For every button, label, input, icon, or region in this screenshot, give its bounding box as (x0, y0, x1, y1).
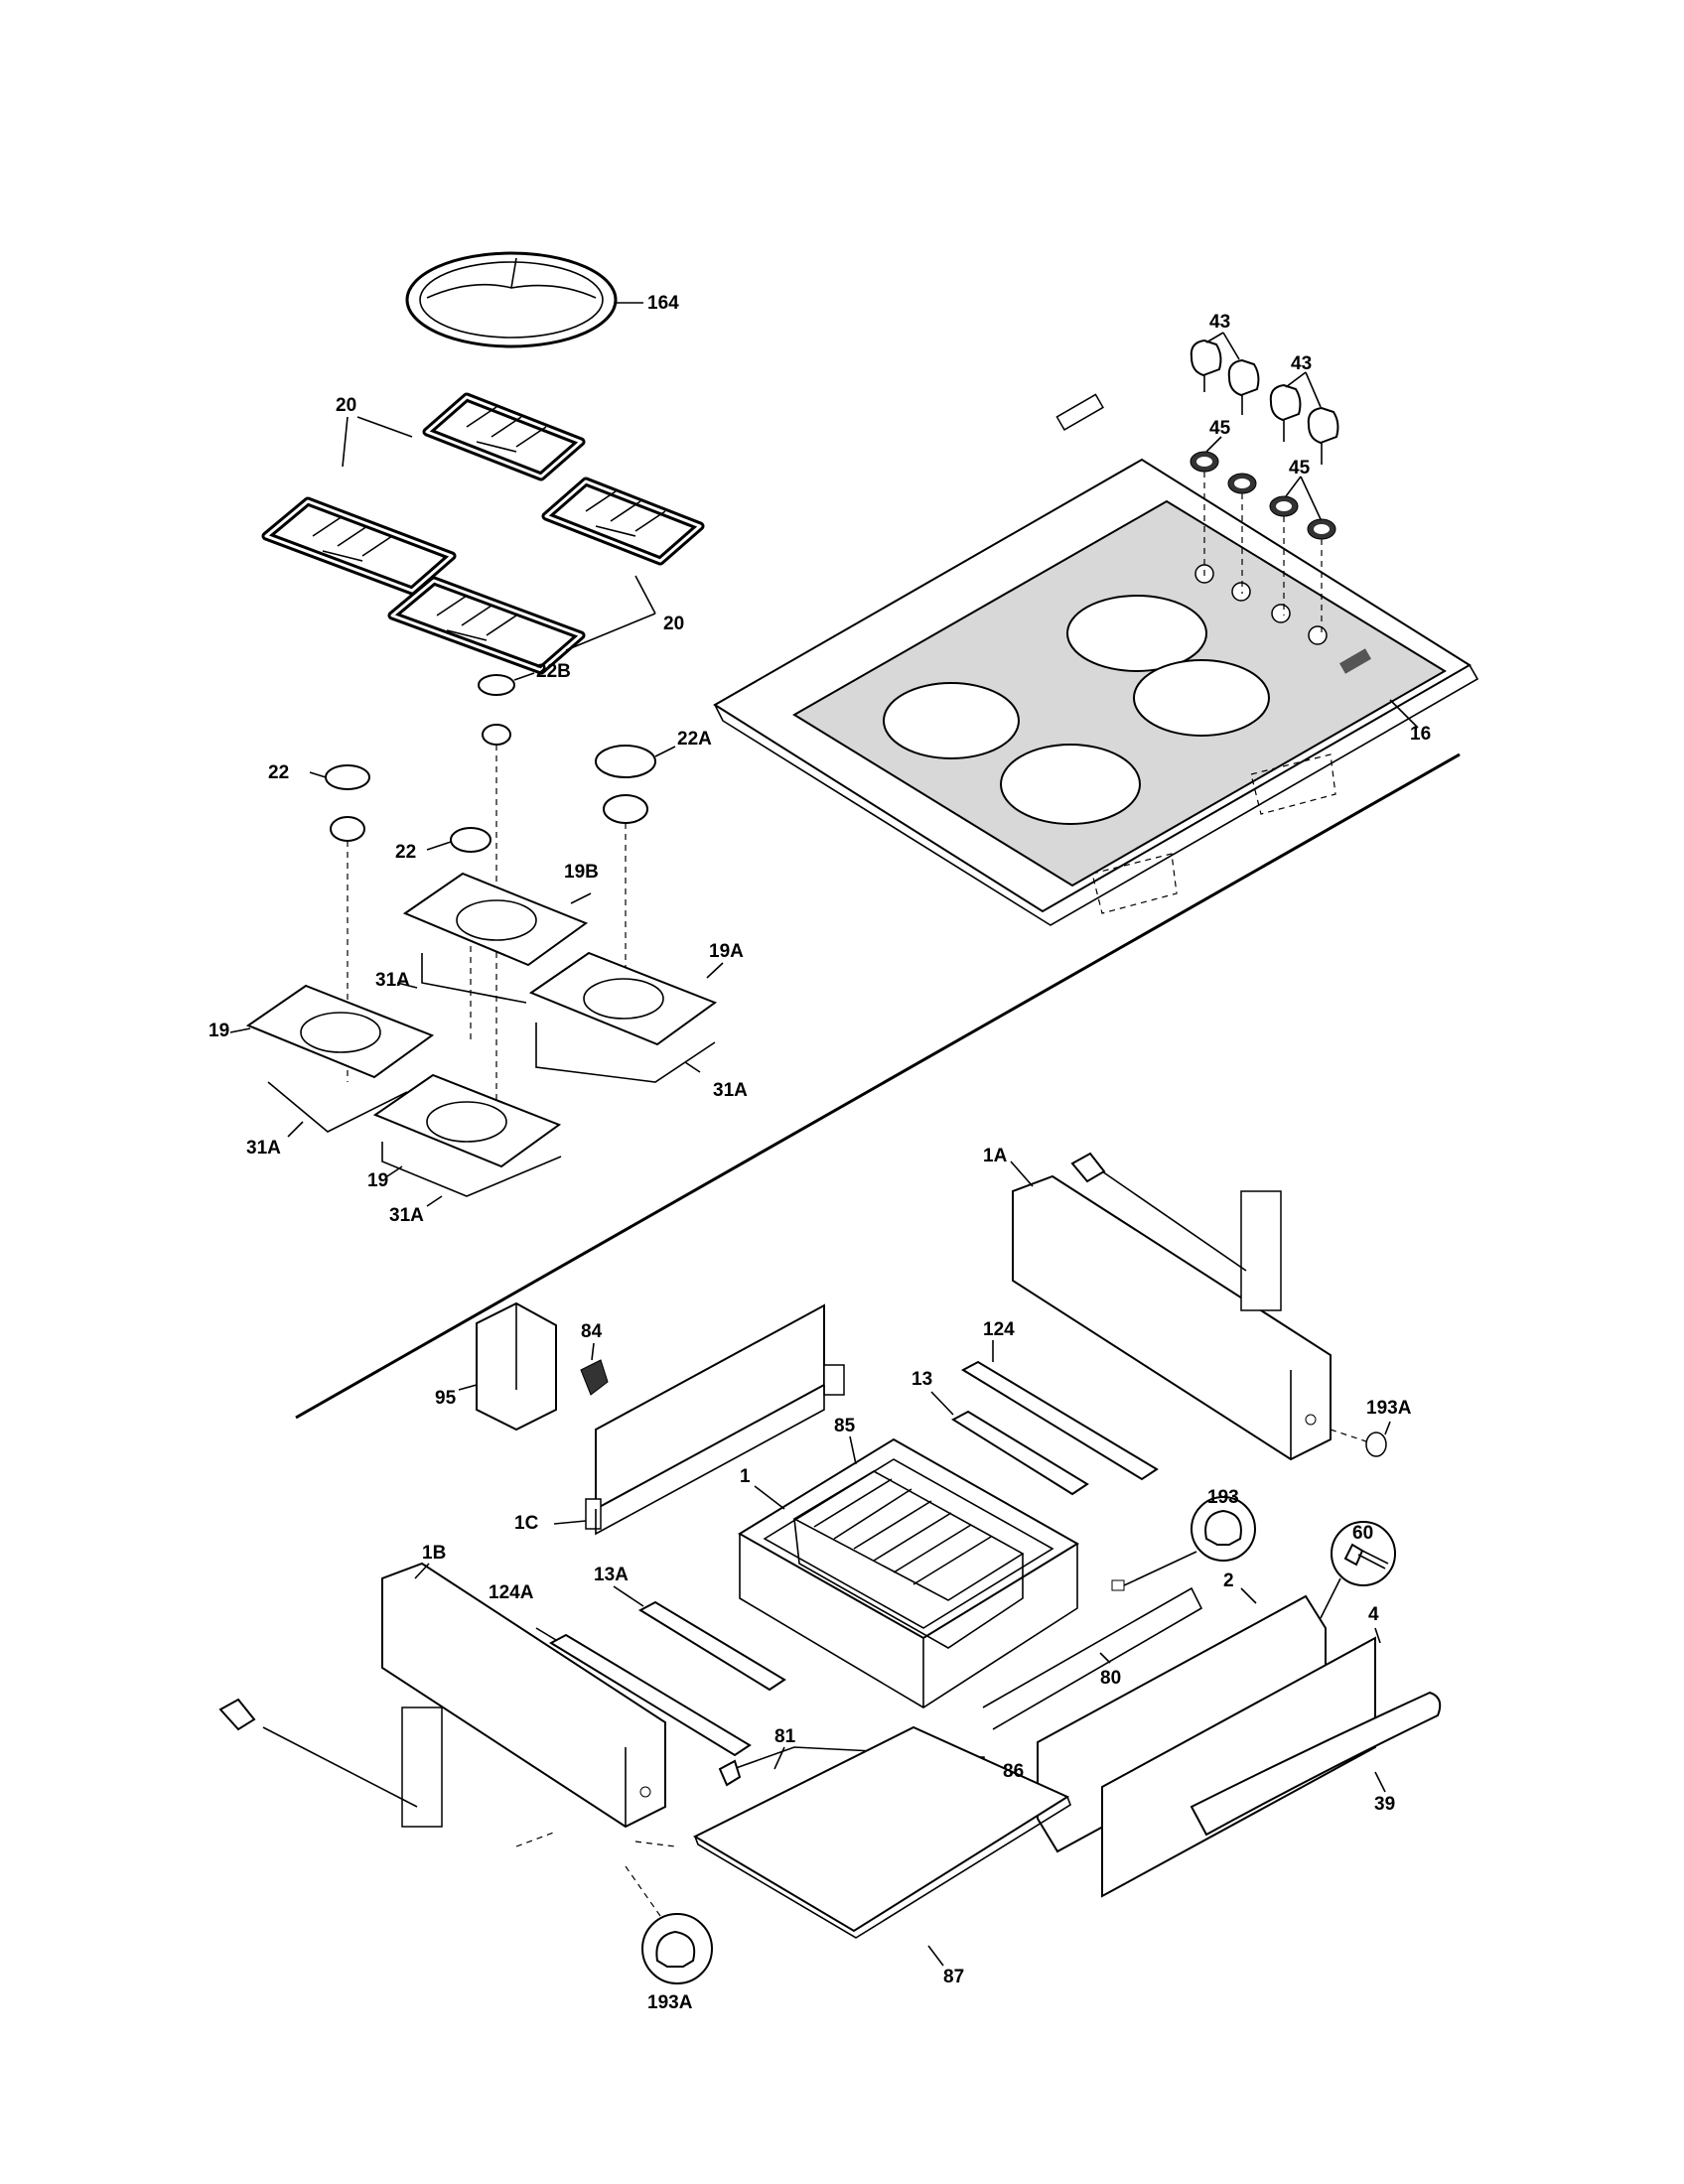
rail-13a (613, 1585, 786, 1692)
grate-back-left (422, 392, 586, 481)
rack-85 (754, 1435, 1025, 1649)
label-193: 193 (1207, 1487, 1239, 1508)
label-84: 84 (581, 1321, 603, 1342)
label-22-left: 22 (268, 762, 289, 783)
slide-124a (535, 1627, 752, 1757)
label-31a-top: 31A (375, 970, 410, 991)
burner-pans (229, 872, 724, 1207)
grate-front-right (387, 576, 586, 675)
label-124: 124 (983, 1319, 1015, 1340)
label-2: 2 (1223, 1570, 1234, 1591)
label-45-left: 45 (1209, 418, 1231, 439)
label-19a: 19A (709, 941, 744, 962)
label-13: 13 (912, 1369, 932, 1390)
label-164: 164 (647, 293, 679, 314)
label-20-upper: 20 (336, 395, 356, 416)
plug-193a-top (1330, 1421, 1391, 1457)
label-20-lower: 20 (663, 614, 684, 634)
part-labels: 164 20 20 43 43 45 45 16 22B 22A 22 22 1… (209, 293, 1431, 2013)
label-1: 1 (740, 1466, 751, 1487)
rail-13 (930, 1391, 1089, 1496)
bottom-87 (692, 1725, 1071, 1967)
seal-80 (982, 1586, 1203, 1730)
label-19b: 19B (564, 862, 599, 883)
label-22a: 22A (677, 729, 712, 750)
side-panel-1b (218, 1562, 676, 1847)
label-31a-front: 31A (389, 1205, 424, 1226)
plug-193a-bottom (625, 1865, 713, 1984)
leader (565, 613, 656, 651)
label-86: 86 (1003, 1761, 1024, 1782)
cooktop-glass (713, 393, 1479, 926)
label-95: 95 (435, 1388, 457, 1409)
label-16: 16 (1410, 724, 1431, 745)
label-31a-right: 31A (713, 1080, 748, 1101)
grate-front-left (261, 496, 457, 596)
box-95 (458, 1301, 557, 1432)
grate-back-right (541, 477, 705, 566)
label-13a: 13A (594, 1565, 629, 1585)
label-43-left: 43 (1209, 312, 1230, 333)
label-1a: 1A (983, 1146, 1008, 1166)
label-43-right: 43 (1291, 353, 1312, 374)
label-80: 80 (1100, 1668, 1121, 1689)
label-1c: 1C (514, 1513, 539, 1534)
plug-193 (1111, 1496, 1256, 1591)
leader (356, 416, 413, 438)
slide-124 (960, 1340, 1159, 1481)
handle-39 (1190, 1691, 1442, 1837)
screw-60 (1320, 1521, 1396, 1619)
label-87: 87 (943, 1967, 964, 1987)
label-193a-bottom: 193A (647, 1992, 693, 2013)
label-45-right: 45 (1289, 458, 1311, 478)
label-124a: 124A (489, 1582, 534, 1603)
drawer-body (738, 1437, 1079, 1708)
label-39: 39 (1374, 1794, 1395, 1815)
side-panel-1a (1010, 1152, 1332, 1461)
panel-1c (553, 1303, 845, 1536)
label-60: 60 (1352, 1523, 1373, 1544)
knob-set (1190, 332, 1339, 637)
label-19-left: 19 (209, 1021, 229, 1041)
label-193a-top: 193A (1366, 1398, 1412, 1419)
label-85: 85 (834, 1416, 856, 1436)
label-22-mid: 22 (395, 842, 416, 863)
label-1b: 1B (422, 1543, 446, 1564)
label-4: 4 (1368, 1604, 1379, 1625)
label-22b: 22B (536, 661, 571, 682)
clip-84 (580, 1342, 609, 1396)
label-31a-left: 31A (246, 1138, 281, 1159)
label-19-front: 19 (367, 1170, 388, 1191)
wok-ring (405, 251, 643, 348)
label-81: 81 (774, 1726, 796, 1747)
leader (634, 575, 656, 614)
section-divider (295, 752, 1461, 1420)
leader (342, 416, 349, 468)
